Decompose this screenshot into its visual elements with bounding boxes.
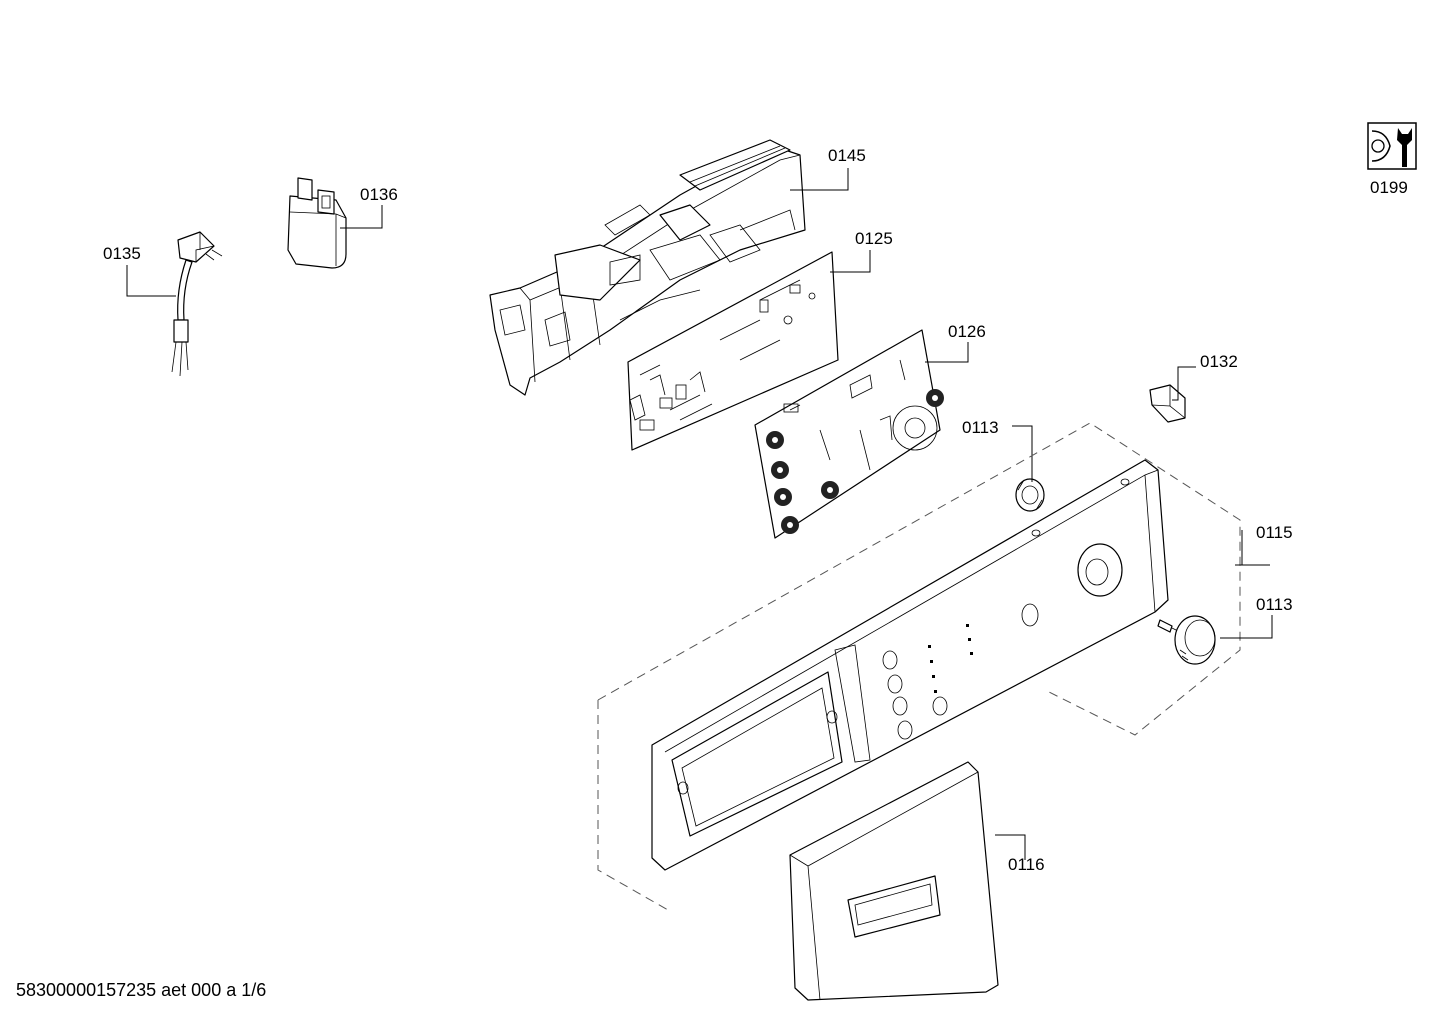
assembly-group-outline xyxy=(597,422,1241,911)
suppressor-part xyxy=(287,177,347,269)
drawer-front-part xyxy=(789,761,999,1001)
label-0116: 0116 xyxy=(1008,855,1045,874)
service-tool-icon xyxy=(1367,122,1417,170)
label-0199: 0199 xyxy=(1370,178,1408,197)
front-panel-part xyxy=(651,459,1169,871)
label-0125: 0125 xyxy=(855,229,893,248)
label-0136: 0136 xyxy=(360,185,398,204)
document-id-footer: 58300000157235 aet 000 a 1/6 xyxy=(16,980,267,1000)
label-0135: 0135 xyxy=(103,244,141,263)
clip-part xyxy=(1149,384,1186,423)
label-0132: 0132 xyxy=(1200,352,1238,371)
knob-insert-part xyxy=(1015,478,1045,512)
programme-knob-part xyxy=(1157,615,1216,665)
label-0126: 0126 xyxy=(948,322,986,341)
label-0115: 0115 xyxy=(1256,523,1293,542)
label-0113-insert: 0113 xyxy=(962,418,999,437)
main-pcb-part xyxy=(627,251,839,451)
label-0145: 0145 xyxy=(828,146,866,165)
power-cable-part xyxy=(171,231,223,377)
control-pcb-part xyxy=(754,329,944,539)
label-0113-knob: 0113 xyxy=(1256,595,1293,614)
module-housing-part xyxy=(489,139,806,396)
